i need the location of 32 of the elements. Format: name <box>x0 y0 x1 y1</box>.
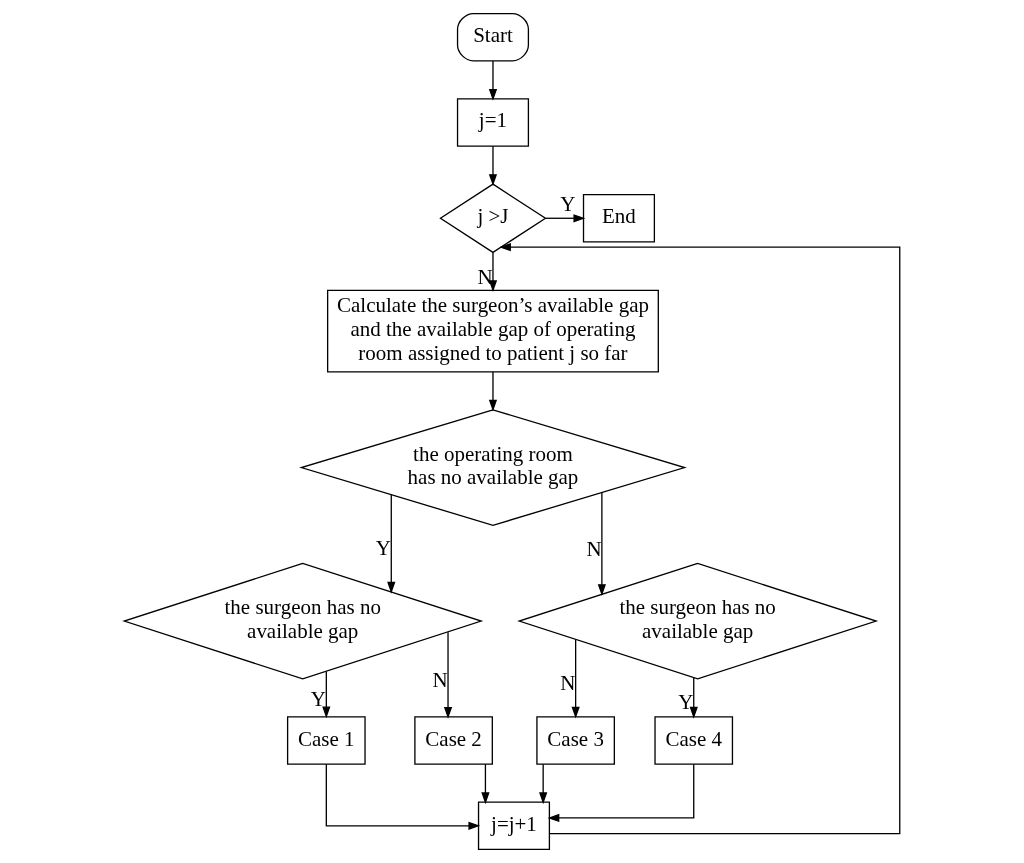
arrow <box>488 60 498 101</box>
edge-label: N <box>477 264 493 289</box>
arrow <box>443 631 453 719</box>
arrow <box>597 491 607 597</box>
edge-label: Y <box>560 192 576 217</box>
arrow <box>322 670 331 719</box>
arrow <box>499 243 901 835</box>
edge-label: N <box>586 536 602 561</box>
arrow <box>545 214 586 223</box>
arrow <box>488 371 498 412</box>
node-box: Start <box>456 12 530 62</box>
arrow <box>325 763 481 830</box>
edge-label: Y <box>678 690 694 715</box>
arrow <box>571 639 580 719</box>
arrow <box>387 494 396 594</box>
node-box: Case 3 <box>536 716 615 765</box>
node-diamond: the operating room has no available gap <box>299 409 687 526</box>
node-box: Case 4 <box>654 716 734 765</box>
arrow <box>481 763 490 805</box>
node-box: j=j+1 <box>477 801 551 851</box>
node-box: j=1 <box>456 98 530 147</box>
arrow <box>547 763 695 823</box>
arrow <box>488 145 498 186</box>
edge-label: Y <box>310 687 327 712</box>
edge-label: Y <box>375 536 391 561</box>
arrow <box>539 763 548 805</box>
node-box: Case 1 <box>286 716 366 765</box>
arrow <box>689 677 698 719</box>
node-box: Calculate the surgeon’s available gap and the available gap of operating room assigned to patient j so far <box>327 289 659 373</box>
node-box: Case 2 <box>414 716 493 765</box>
arrow <box>488 252 498 293</box>
node-box: End <box>582 194 656 243</box>
